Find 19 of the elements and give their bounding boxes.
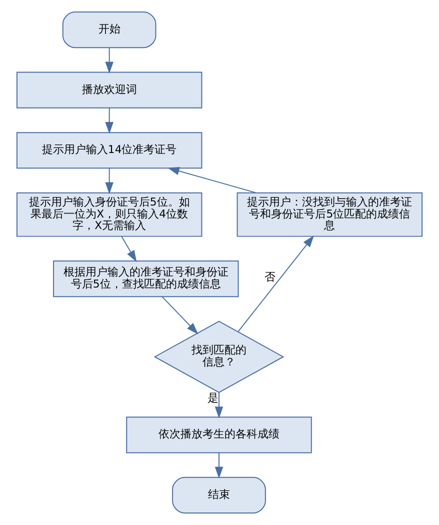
node-box: 提示用户输入身份证号后5位。如果最后一位为X，则只输入4位数字，X无需输入	[16, 192, 202, 237]
arrow	[105, 47, 114, 74]
arrow	[105, 168, 114, 194]
arrow	[214, 452, 224, 479]
arrow	[214, 392, 224, 419]
arrow	[162, 296, 198, 334]
node-box: 根据用户输入的准考证号和身份证号后5位，查找匹配的成绩信息	[53, 260, 239, 298]
arrow	[105, 107, 114, 134]
arrow	[238, 235, 314, 332]
node-box: 结束	[172, 476, 266, 514]
node-box: 提示用户输入14位准考证号	[16, 132, 202, 169]
edge-label: 是	[208, 392, 219, 405]
node-box: 提示用户：没找到与输入的准考证号和身份证号后5位匹配的成绩信息	[236, 192, 423, 237]
edge-label: 否	[264, 270, 276, 284]
arrow	[121, 236, 137, 262]
node-box: 依次播放考生的各科成绩	[126, 416, 312, 454]
arrow	[168, 167, 256, 194]
node-box: 播放欢迎词	[16, 72, 202, 108]
node-box: 开始	[62, 12, 156, 48]
